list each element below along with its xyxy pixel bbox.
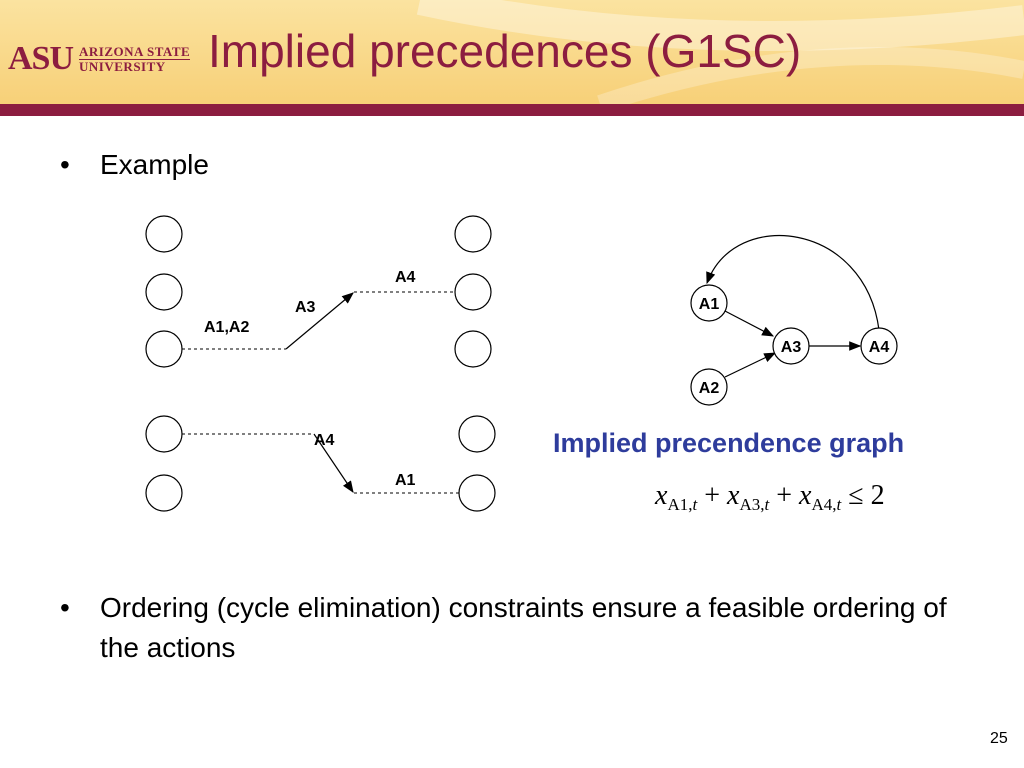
state-node — [145, 330, 183, 368]
formula-op: ≤ — [848, 480, 864, 511]
header-stripe — [0, 104, 1024, 116]
node-a3 — [772, 327, 810, 365]
action-edge — [285, 292, 354, 350]
node-a2 — [690, 368, 728, 406]
label-a1a2: A1,A2 — [204, 319, 249, 336]
state-node — [145, 415, 183, 453]
bullet-marker: • — [60, 592, 70, 623]
label-a1: A1 — [395, 472, 416, 489]
formula-sub-index: A3, — [739, 495, 765, 514]
bullet-marker: • — [60, 149, 70, 180]
formula-op: + — [704, 480, 720, 511]
bullet-example: • Example — [60, 145, 360, 185]
edge-a2-a3 — [724, 352, 777, 378]
node-a1 — [690, 284, 728, 322]
formula-rhs: 2 — [870, 480, 885, 511]
cycle-edge-a4-a1 — [706, 235, 880, 331]
formula-var: x — [727, 480, 740, 511]
label-a4-top: A4 — [395, 269, 416, 286]
formula-sub-index: A4, — [811, 495, 837, 514]
state-node — [145, 215, 183, 253]
state-node — [454, 330, 492, 368]
formula-var: x — [799, 480, 812, 511]
formula-sub: A1,t — [667, 495, 697, 514]
state-node — [454, 273, 492, 311]
slide-title: Implied precedences (G1SC) — [208, 25, 802, 77]
state-node — [458, 415, 496, 453]
formula-sub: A3,t — [739, 495, 769, 514]
logo-mark: ASU — [8, 40, 74, 77]
formula-sub: A4,t — [811, 495, 841, 514]
graph-caption: Implied precendence graph — [553, 428, 905, 458]
state-node — [454, 215, 492, 253]
logo-wordmark: ARIZONA STATE UNIVERSITY — [79, 43, 191, 74]
example-diagram: A4 A3 A1,A2 A4 A1 — [145, 215, 496, 512]
node-a4 — [860, 327, 898, 365]
label-a3: A3 — [295, 299, 316, 316]
cycle-constraint-formula: xA1,t + xA3,t + xA4,t ≤ 2 — [655, 480, 885, 515]
formula-sub-t: t — [692, 495, 698, 514]
page-number: 25 — [990, 730, 1008, 747]
asu-logo: ASU ARIZONA STATE UNIVERSITY — [8, 40, 191, 77]
action-edge — [313, 433, 354, 493]
bullet-ordering: • Ordering (cycle elimination) constrain… — [60, 588, 980, 668]
decorative-swirl — [416, 0, 1024, 104]
logo-line-2: UNIVERSITY — [79, 58, 191, 74]
formula-op: + — [776, 480, 792, 511]
label-a4-bottom: A4 — [314, 432, 335, 449]
formula-sub-index: A1, — [667, 495, 693, 514]
edge-a1-a3 — [724, 310, 775, 337]
precedence-graph: A1 A3 A4 A2 — [690, 235, 898, 406]
state-node — [458, 474, 496, 512]
bullet-text: Ordering (cycle elimination) constraints… — [100, 592, 947, 663]
formula-sub-t: t — [836, 495, 842, 514]
slide-header: ASU ARIZONA STATE UNIVERSITY Implied pre… — [0, 0, 1024, 104]
logo-line-1: ARIZONA STATE — [79, 43, 191, 59]
node-a2-label: A2 — [699, 380, 720, 397]
formula-var: x — [655, 480, 668, 511]
state-node — [145, 474, 183, 512]
state-node — [145, 273, 183, 311]
node-a3-label: A3 — [781, 339, 802, 356]
formula-sub-t: t — [764, 495, 770, 514]
bullet-text: Example — [100, 149, 209, 180]
node-a1-label: A1 — [699, 296, 720, 313]
node-a4-label: A4 — [869, 339, 890, 356]
